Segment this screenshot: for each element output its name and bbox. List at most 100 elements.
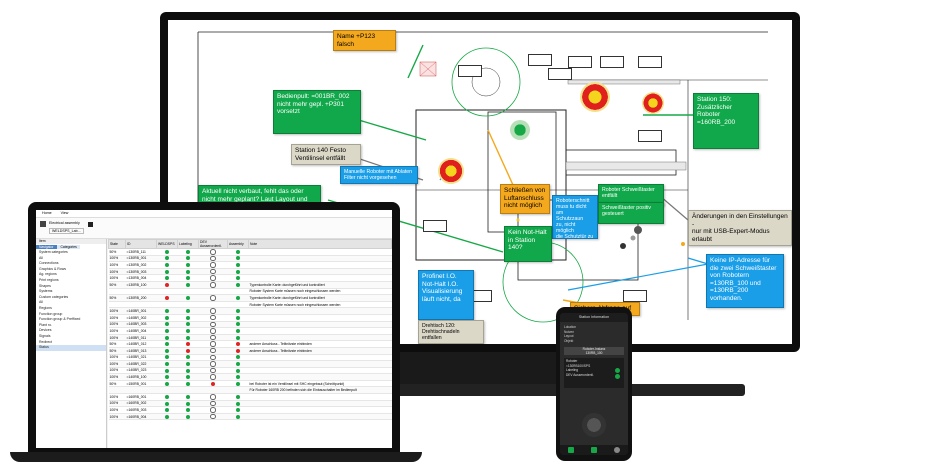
status-ok-icon[interactable] <box>236 296 240 300</box>
status-ok-icon[interactable] <box>186 263 190 268</box>
category-item[interactable]: Function group & Preffixed <box>39 317 81 322</box>
category-item[interactable]: Print regions <box>39 277 59 282</box>
status-ok-icon[interactable] <box>165 348 169 353</box>
category-item[interactable]: Connections <box>39 261 59 266</box>
status-empty-icon[interactable] <box>210 367 216 374</box>
table-row[interactable]: 100%=160RB_003 <box>108 406 392 414</box>
status-empty-icon[interactable] <box>210 268 216 275</box>
status-ok-icon[interactable] <box>236 394 240 399</box>
table-row[interactable]: 50%=130RB_111 <box>108 248 392 256</box>
table-row[interactable]: 100%=140BR_002 <box>108 314 392 322</box>
menu-home[interactable]: Home <box>42 211 52 215</box>
column-header-state[interactable]: State <box>108 239 126 249</box>
status-ok-icon[interactable] <box>165 361 169 366</box>
menu-view[interactable]: View <box>60 211 69 215</box>
note-profinet[interactable]: Profinet I.O. Not-Halt I.O. Visualisieru… <box>418 270 474 320</box>
status-ok-icon[interactable] <box>186 276 190 281</box>
status-empty-icon[interactable] <box>210 308 216 314</box>
status-empty-icon[interactable] <box>210 413 216 420</box>
tab-categories[interactable]: Categories <box>57 245 80 249</box>
status-ok-icon[interactable] <box>236 256 240 261</box>
status-ok-icon[interactable] <box>165 381 169 386</box>
status-ok-icon[interactable] <box>186 249 190 254</box>
note-station150[interactable]: Station 150: Zusätzlicher Roboter =160RB… <box>693 93 759 149</box>
table-row[interactable]: 100%=160RB_002 <box>108 400 392 408</box>
category-item[interactable]: Shapes <box>39 283 51 288</box>
status-ok-icon[interactable] <box>165 342 169 347</box>
status-ok-icon[interactable] <box>186 335 190 340</box>
status-ok-icon[interactable] <box>236 414 240 419</box>
status-ok-icon[interactable] <box>165 276 169 281</box>
category-item[interactable]: Regions <box>39 305 52 310</box>
terminal-box[interactable] <box>568 56 592 68</box>
status-empty-icon[interactable] <box>210 255 216 262</box>
terminal-box[interactable] <box>548 68 572 80</box>
note-name-p123[interactable]: Name +P123 falsch <box>333 30 396 51</box>
table-row[interactable]: Roboter System Karte müssen noch eingesc… <box>108 301 392 309</box>
table-row[interactable]: 100%=140BR_001 <box>108 307 392 315</box>
table-row[interactable]: 100%=130RB_004 <box>108 274 392 282</box>
terminal-box[interactable] <box>458 65 482 77</box>
note-station140[interactable]: Station 140 Festo Ventilinsel entfällt <box>291 144 361 165</box>
column-header-note[interactable]: Note <box>248 239 392 249</box>
status-error-icon[interactable] <box>165 282 169 287</box>
status-ok-icon[interactable] <box>165 408 169 413</box>
settings-icon[interactable] <box>614 447 620 453</box>
status-empty-icon[interactable] <box>210 262 216 268</box>
column-header-id[interactable]: ID <box>125 239 157 249</box>
status-error-icon[interactable] <box>236 348 240 353</box>
status-ok-icon[interactable] <box>165 269 169 274</box>
status-empty-icon[interactable] <box>210 275 216 281</box>
status-ok-icon[interactable] <box>186 361 190 366</box>
terminal-box[interactable] <box>623 290 647 302</box>
status-ok-icon[interactable] <box>165 328 169 333</box>
column-header-weldsps[interactable]: WELDSPS <box>156 239 178 249</box>
status-ok-icon[interactable] <box>186 355 190 360</box>
status-ok-icon[interactable] <box>236 249 240 254</box>
status-empty-icon[interactable] <box>210 341 216 347</box>
status-ok-icon[interactable] <box>236 355 240 360</box>
status-ok-icon[interactable] <box>165 375 169 380</box>
category-item[interactable]: System categories <box>39 250 68 254</box>
status-ok-icon[interactable] <box>186 322 190 327</box>
status-ok-icon[interactable] <box>186 309 190 314</box>
category-item[interactable]: Redirect <box>39 339 53 344</box>
status-error-icon[interactable] <box>211 381 215 386</box>
status-ok-icon[interactable] <box>165 249 169 254</box>
status-ok-icon[interactable] <box>236 375 240 380</box>
note-aenderungen[interactable]: Änderungen in den Einstellungen - nur mi… <box>688 210 792 246</box>
status-ok-icon[interactable] <box>236 408 240 413</box>
status-ok-icon[interactable] <box>236 401 240 406</box>
table-row[interactable]: 100%=130RB_001 <box>108 255 392 263</box>
status-ok-icon[interactable] <box>165 355 169 360</box>
note-roboter-schweiss[interactable]: Roboter Schweißtaster entfällt <box>598 184 664 206</box>
status-ok-icon[interactable] <box>165 315 169 320</box>
note-schliessen[interactable]: Schließen von Luftanschluss nicht möglic… <box>500 184 550 214</box>
category-item[interactable]: Ag. regions <box>39 272 57 277</box>
column-header-assembly[interactable]: Assembly <box>227 239 249 249</box>
category-item[interactable]: Status <box>36 345 106 351</box>
table-row[interactable]: 100%=140BR_022 <box>108 360 392 368</box>
status-ok-icon[interactable] <box>165 414 169 419</box>
column-header-dev[interactable]: DEV Ausserordentl. <box>198 239 228 249</box>
table-row[interactable]: 100%=160RB_004 <box>108 413 392 421</box>
status-ok-icon[interactable] <box>236 309 240 314</box>
status-ok-icon[interactable] <box>186 368 190 373</box>
table-row[interactable]: 100%=130RB_003 <box>108 268 392 276</box>
status-ok-icon[interactable] <box>186 269 190 274</box>
status-empty-icon[interactable] <box>210 361 216 367</box>
status-ok-icon[interactable] <box>236 282 240 287</box>
status-empty-icon[interactable] <box>210 321 216 328</box>
note-manuelle[interactable]: Manuelle Roboter mit Ablaten Filter nich… <box>340 166 418 184</box>
category-item[interactable]: All <box>39 255 43 260</box>
note-schweisstaster[interactable]: Schweißtaster positiv gesteuert <box>598 202 664 224</box>
status-ok-icon[interactable] <box>236 263 240 268</box>
status-error-icon[interactable] <box>236 342 240 347</box>
status-ok-icon[interactable] <box>236 276 240 281</box>
status-ok-icon[interactable] <box>236 381 240 386</box>
terminal-box[interactable] <box>423 220 447 232</box>
